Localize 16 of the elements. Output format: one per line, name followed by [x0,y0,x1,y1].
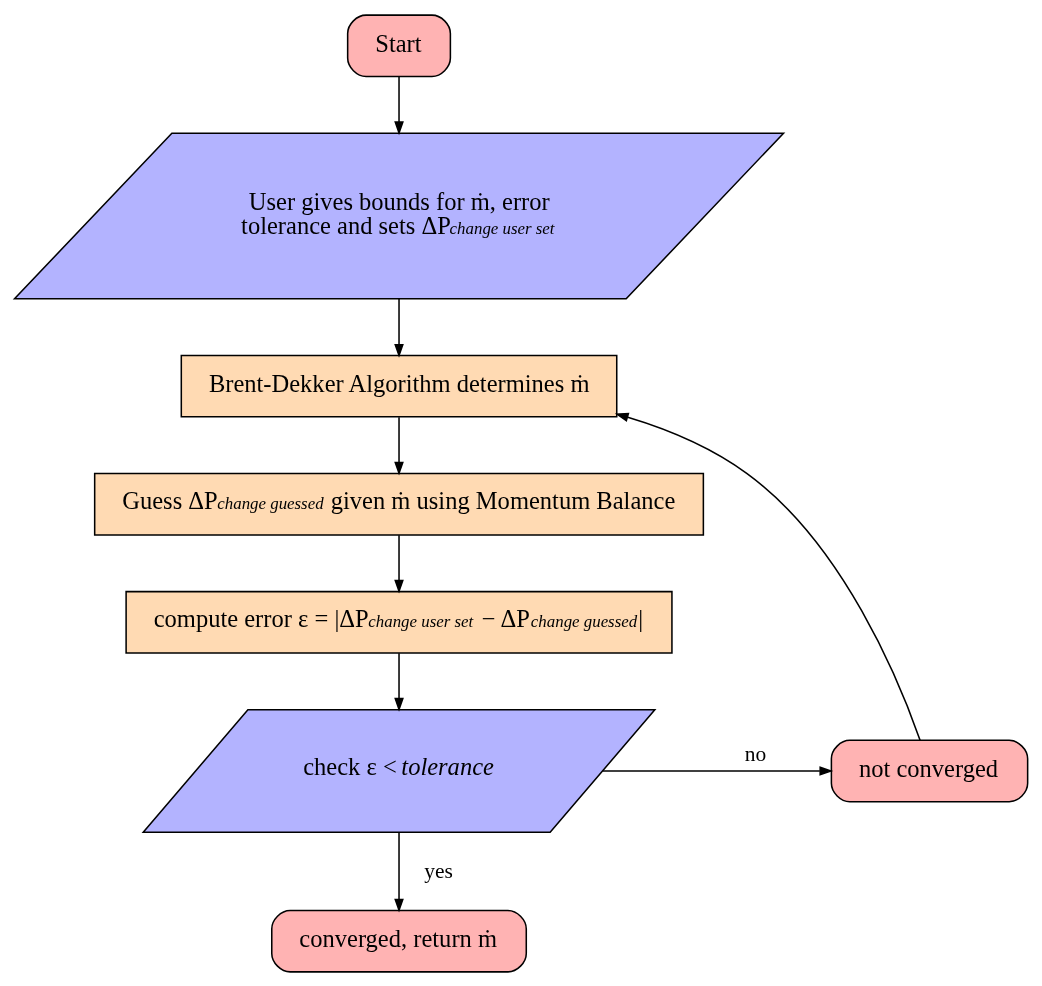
arrow [394,534,404,594]
node-box: Guess ΔPchange guessed given ṁ using Momentum Balance [93,472,705,536]
arrow [394,297,404,358]
arrow [394,416,404,475]
edge-label: no [744,741,767,766]
edge-label: yes [424,858,453,883]
arrow [394,652,404,712]
arrow [614,412,921,741]
node-box: compute error ε = |ΔPchange user set − ΔPchange guessed| [125,590,673,654]
node-box: Start [346,13,452,77]
node-box: Brent-Dekker Algorithm determines ṁ [180,354,618,418]
arrow [601,765,834,776]
node-box: converged, return ṁ [271,909,528,973]
arrow [394,831,404,912]
arrow [394,75,404,135]
node-box: not converged [830,739,1029,802]
